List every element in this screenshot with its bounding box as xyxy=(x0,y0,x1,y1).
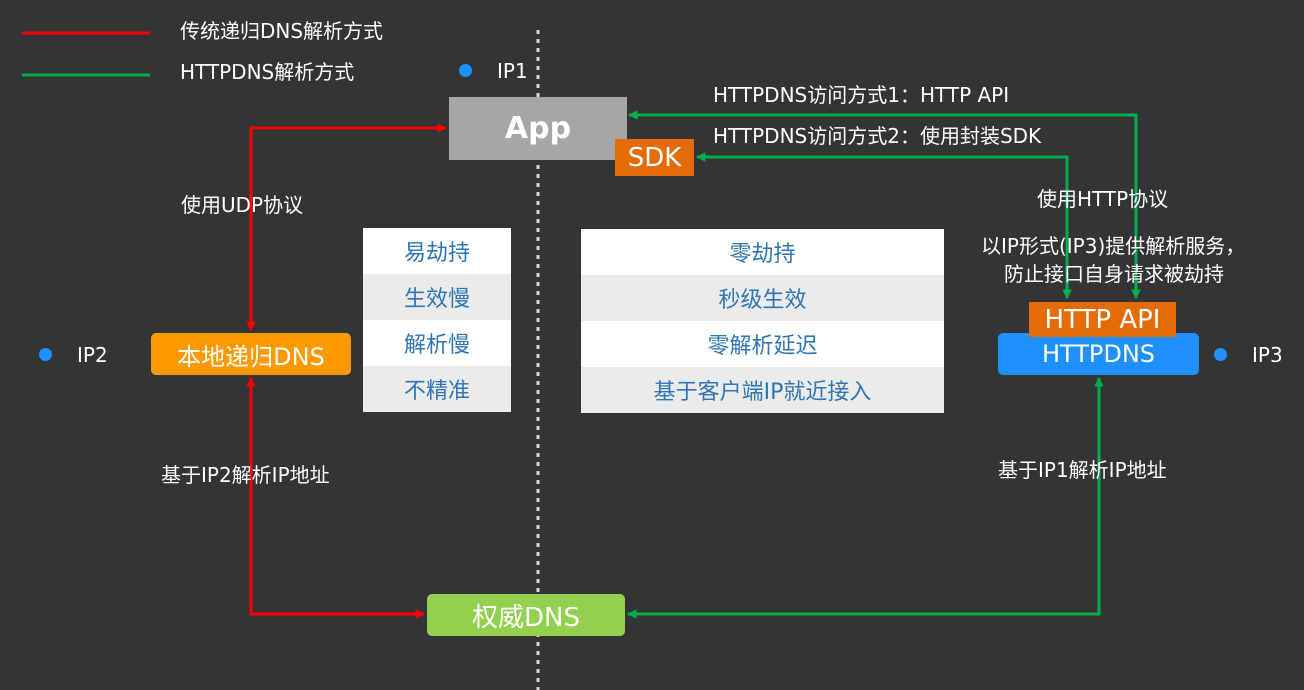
local-recursive-dns-node: 本地递归DNS xyxy=(151,333,351,375)
service-note-line1: 以IP形式(IP3)提供解析服务， xyxy=(981,234,1246,258)
benefit-cell: 零劫持 xyxy=(729,242,796,267)
httpdns-benefits-table: 零劫持 秒级生效 零解析延迟 基于客户端IP就近接入 xyxy=(581,229,944,413)
legend-traditional-label: 传统递归DNS解析方式 xyxy=(180,19,384,43)
green-httpdns-auth-path xyxy=(627,377,1104,619)
issue-cell: 解析慢 xyxy=(403,333,470,358)
legend-httpdns-label: HTTPDNS解析方式 xyxy=(180,60,355,84)
resolve-by-ip1-label: 基于IP1解析IP地址 xyxy=(998,458,1167,482)
access-method-2-label: HTTPDNS访问方式2：使用封装SDK xyxy=(713,124,1042,148)
ip1-dot xyxy=(459,64,472,77)
access-method-1-label: HTTPDNS访问方式1：HTTP API xyxy=(713,83,1010,107)
app-node: App xyxy=(449,97,627,160)
httpdns-node: HTTPDNS xyxy=(998,333,1199,375)
red-app-local-path xyxy=(246,123,447,331)
http-protocol-label: 使用HTTP协议 xyxy=(1037,187,1169,211)
issue-cell: 生效慢 xyxy=(363,274,511,320)
issue-cell: 易劫持 xyxy=(403,241,470,266)
ip3-label: IP3 xyxy=(1252,343,1283,367)
resolve-by-ip2-label: 基于IP2解析IP地址 xyxy=(161,463,330,487)
ip1-label: IP1 xyxy=(497,59,528,83)
ip3-dot xyxy=(1214,348,1227,361)
benefit-cell: 基于客户端IP就近接入 xyxy=(581,367,944,413)
benefit-cell: 零解析延迟 xyxy=(707,334,818,359)
green-app-api-path xyxy=(628,110,1141,299)
issue-cell: 不精准 xyxy=(363,366,511,412)
sdk-node: SDK xyxy=(615,139,694,176)
udp-protocol-label: 使用UDP协议 xyxy=(181,193,304,217)
benefit-cell: 秒级生效 xyxy=(581,275,944,321)
authoritative-dns-node: 权威DNS xyxy=(427,594,625,636)
green-sdk-api-path xyxy=(696,152,1072,299)
traditional-issues-table: 易劫持 生效慢 解析慢 不精准 xyxy=(363,228,511,412)
ip2-label: IP2 xyxy=(77,343,108,367)
red-local-auth-path xyxy=(246,377,425,619)
service-note-line2: 防止接口自身请求被劫持 xyxy=(1004,262,1224,286)
ip2-dot xyxy=(39,348,52,361)
http-api-node: HTTP API xyxy=(1029,302,1176,337)
